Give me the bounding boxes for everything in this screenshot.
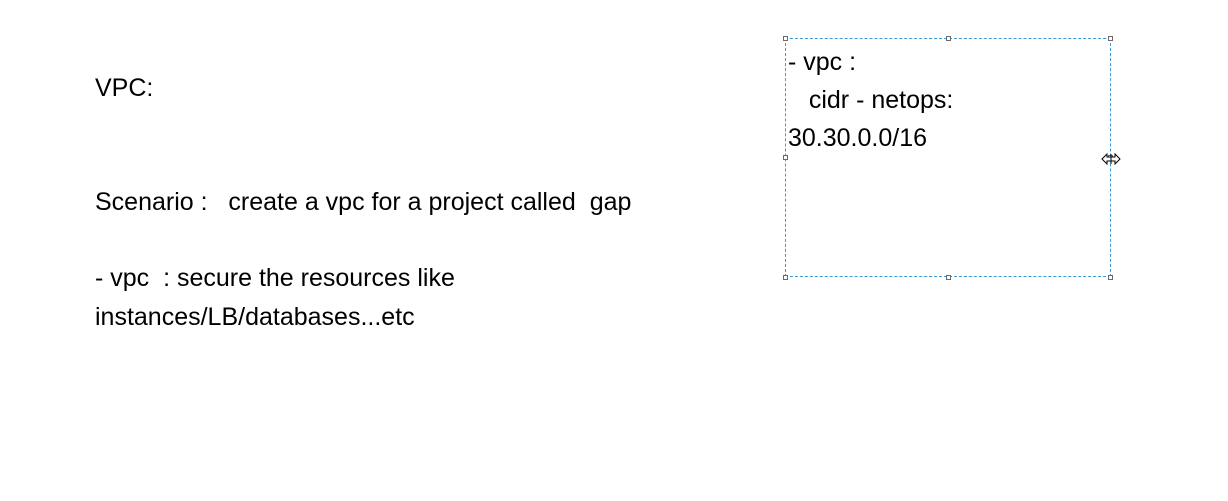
vpc-description-line-1[interactable]: - vpc : secure the resources like bbox=[95, 264, 455, 292]
resize-handle-top-center[interactable] bbox=[946, 36, 951, 41]
vpc-description-line-2[interactable]: instances/LB/databases...etc bbox=[95, 303, 415, 331]
resize-handle-top-left[interactable] bbox=[783, 36, 788, 41]
resize-handle-bottom-right[interactable] bbox=[1108, 275, 1113, 280]
resize-handle-bottom-center[interactable] bbox=[946, 275, 951, 280]
textbox-line-1[interactable]: - vpc : bbox=[788, 48, 857, 76]
textbox-line-3[interactable]: 30.30.0.0/16 bbox=[788, 124, 928, 152]
horizontal-resize-cursor-icon bbox=[1101, 153, 1121, 165]
resize-handle-middle-left[interactable] bbox=[783, 155, 788, 160]
resize-handle-bottom-left[interactable] bbox=[783, 275, 788, 280]
resize-handle-top-right[interactable] bbox=[1108, 36, 1113, 41]
textbox-line-2[interactable]: cidr - netops: bbox=[788, 86, 954, 114]
scenario-text[interactable]: Scenario : create a vpc for a project ca… bbox=[95, 188, 632, 216]
selected-text-box[interactable]: - vpc : cidr - netops: 30.30.0.0/16 bbox=[785, 38, 1111, 277]
slide-title[interactable]: VPC: bbox=[95, 74, 154, 102]
